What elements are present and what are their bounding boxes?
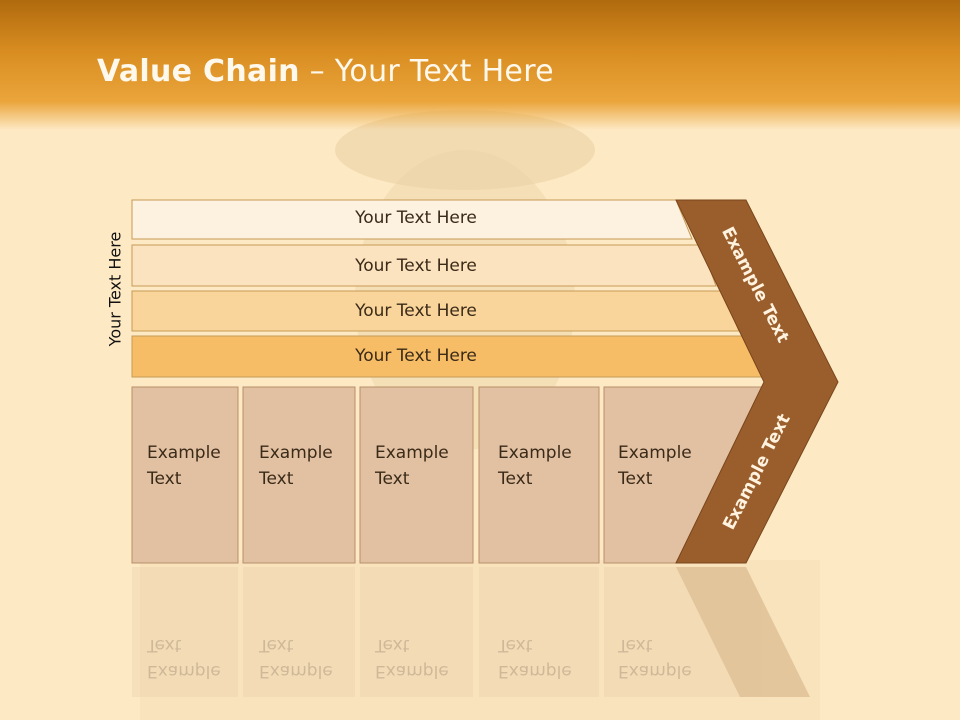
column-label-reflection-1: Example Text	[147, 635, 221, 681]
title-rest: – Your Text Here	[299, 54, 554, 89]
column-label-1: Example Text	[147, 443, 221, 489]
column-label-2: Example Text	[259, 443, 333, 489]
column-label-5: Example Text	[618, 443, 692, 489]
row-label-1: Your Text Here	[355, 208, 477, 228]
column-box-1	[131, 386, 239, 564]
column-label-reflection-4: Example Text	[498, 635, 572, 681]
chevron-shape	[675, 199, 839, 564]
row-bar-2	[131, 244, 717, 287]
column-box-4	[478, 386, 600, 564]
column-box-3	[359, 386, 474, 564]
column-label-4: Example Text	[498, 443, 572, 489]
column-box-2	[242, 386, 356, 564]
title-bold: Value Chain	[97, 54, 300, 89]
column-label-reflection-5: Example Text	[618, 635, 692, 681]
slide-title: Value Chain – Your Text Here	[97, 54, 554, 89]
row-label-4: Your Text Here	[355, 346, 477, 366]
column-label-reflection-2: Example Text	[259, 635, 333, 681]
row-bar-1	[131, 199, 693, 240]
side-axis-label: Your Text Here	[105, 231, 125, 347]
column-label-3: Example Text	[375, 443, 449, 489]
row-label-3: Your Text Here	[355, 301, 477, 321]
column-label-reflection-3: Example Text	[375, 635, 449, 681]
title-band	[0, 0, 960, 130]
row-label-2: Your Text Here	[355, 256, 477, 276]
reflection-group	[132, 567, 810, 697]
